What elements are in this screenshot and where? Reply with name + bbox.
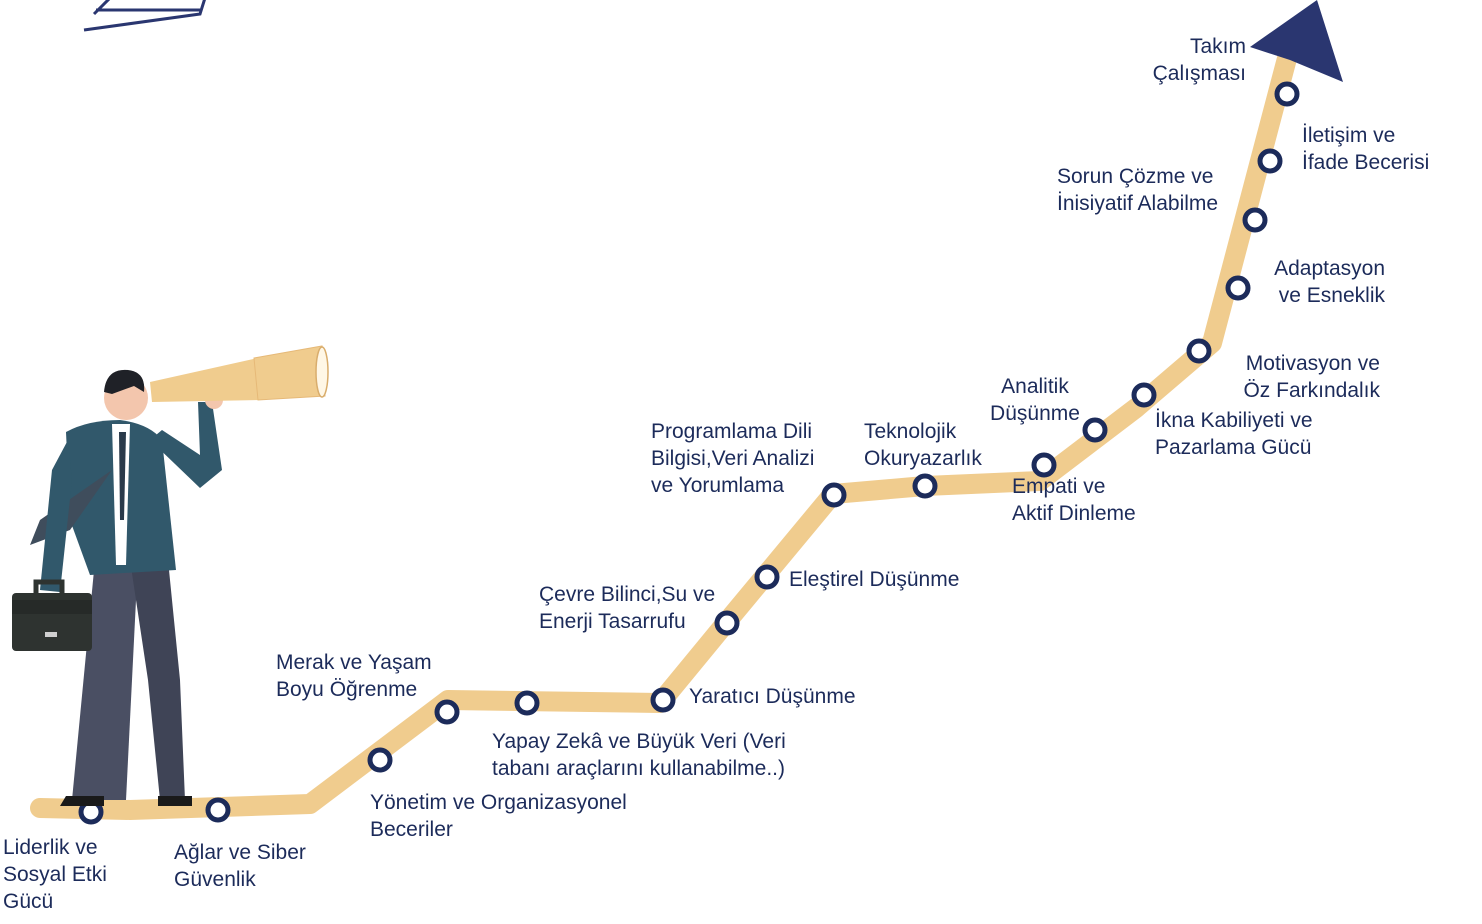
label-merak: Merak ve Yaşam Boyu Öğrenme	[276, 651, 432, 701]
node-iletisim	[1257, 148, 1283, 174]
label-motivasyon: Motivasyon ve Öz Farkındalık	[1243, 352, 1380, 402]
businessman-illustration	[12, 345, 329, 806]
node-yapay	[514, 690, 540, 716]
label-cevre: Çevre Bilinci,Su ve Enerji Tasarrufu	[539, 583, 716, 633]
label-takim: Takım Çalışması	[1152, 35, 1246, 85]
node-teknoloji	[912, 473, 938, 499]
node-motivasyon	[1186, 338, 1212, 364]
label-analitik: Analitik Düşünme	[990, 375, 1080, 425]
node-yaratici	[650, 687, 676, 713]
label-teknoloji: Teknolojik Okuryazarlık	[864, 420, 982, 470]
label-yaratici: Yaratıcı Düşünme	[689, 685, 856, 708]
node-programlama	[821, 482, 847, 508]
node-analitik	[1082, 417, 1108, 443]
label-programlama: Programlama Dili Bilgisi,Veri Analizi ve…	[651, 420, 815, 497]
node-adaptasyon	[1225, 275, 1251, 301]
node-aglar	[205, 797, 231, 823]
label-adaptasyon: Adaptasyon ve Esneklik	[1274, 257, 1385, 307]
node-elestirel	[754, 564, 780, 590]
node-yonetim	[367, 747, 393, 773]
label-iletisim: İletişim ve İfade Becerisi	[1302, 124, 1430, 174]
label-empati: Empati ve Aktif Dinleme	[1012, 475, 1136, 525]
label-yonetim: Yönetim ve Organizasyonel Beceriler	[370, 791, 627, 841]
node-ikna	[1131, 382, 1157, 408]
node-empati	[1031, 452, 1057, 478]
node-cevre	[714, 610, 740, 636]
arrow-head-icon	[1250, 0, 1343, 82]
frame-icon	[83, 0, 206, 32]
label-elestirel: Eleştirel Düşünme	[789, 568, 960, 591]
label-sorun: Sorun Çözme ve İnisiyatif Alabilme	[1057, 165, 1219, 215]
label-liderlik: Liderlik ve Sosyal Etki Gücü	[3, 836, 107, 913]
node-takim	[1274, 81, 1300, 107]
label-yapay: Yapay Zekâ ve Büyük Veri (Veri tabanı ar…	[492, 730, 786, 780]
label-aglar: Ağlar ve Siber Güvenlik	[174, 841, 306, 891]
label-ikna: İkna Kabiliyeti ve Pazarlama Gücü	[1155, 409, 1313, 459]
node-merak	[434, 699, 460, 725]
node-sorun	[1242, 207, 1268, 233]
